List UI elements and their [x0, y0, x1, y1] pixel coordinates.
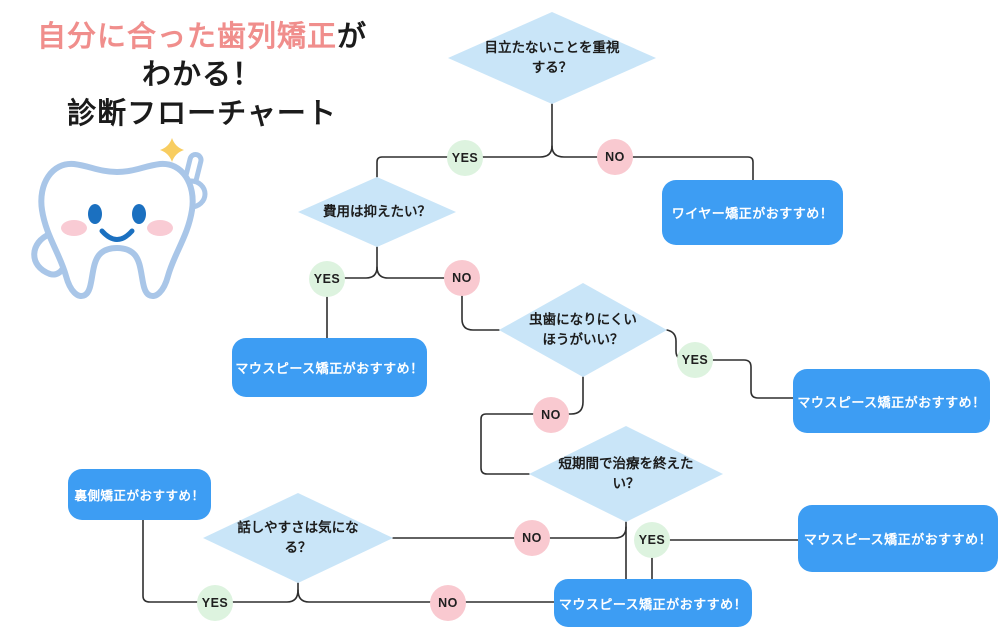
title-rest: が [337, 21, 368, 53]
no-badge-q4: NO [514, 520, 550, 556]
title-line-1: 自分に合った歯列矯正が [18, 18, 386, 56]
edge-q2-no-q3 [376, 266, 500, 331]
no-badge-q3: NO [533, 397, 569, 433]
yes-badge-q2: YES [309, 261, 345, 297]
tooth-mascot-icon [31, 138, 208, 299]
title-highlight: 自分に合った歯列矯正 [36, 21, 337, 53]
question-cavity-label: 虫歯になりにくい ほうがいい？ [529, 312, 637, 347]
result-mouthpiece-cost: マウスピース矯正がおすすめ！ [232, 338, 427, 397]
edge-q3-yes-box [666, 329, 794, 399]
result-mouthpiece-cavity: マウスピース矯正がおすすめ！ [793, 369, 990, 433]
edge-q5-no-bottom-box [297, 589, 555, 603]
page-title: 自分に合った歯列矯正が わかる！ 診断フローチャート [18, 18, 386, 133]
question-visibility-label: 目立たないことを重視 する？ [484, 40, 620, 75]
yes-badge-q3: YES [677, 342, 713, 378]
yes-badge-q4: YES [634, 522, 670, 558]
result-wire: ワイヤー矯正がおすすめ！ [662, 180, 843, 245]
yes-badge-q5: YES [197, 585, 233, 621]
result-mouthpiece-bottom: マウスピース矯正がおすすめ！ [554, 579, 752, 627]
result-lingual: 裏側矯正がおすすめ！ [68, 469, 211, 520]
title-line-3: 診断フローチャート [67, 97, 337, 130]
no-badge-q5: NO [430, 585, 466, 621]
question-speech-label: 話しやすさは気にな る？ [237, 520, 359, 555]
question-short-term-label: 短期間で治療を終えた い？ [558, 456, 694, 491]
result-mouthpiece-short-term: マウスピース矯正がおすすめ！ [798, 505, 998, 572]
edge-q1-wire [551, 145, 754, 181]
no-badge-q2: NO [444, 260, 480, 296]
title-line-2: わかる！ [141, 59, 262, 92]
question-cost-label: 費用は抑えたい？ [323, 204, 431, 220]
sparkle-icon [160, 138, 184, 162]
edge-q3-no-q4 [480, 376, 584, 475]
yes-badge-q1: YES [447, 140, 483, 176]
no-badge-q1: NO [597, 139, 633, 175]
edge-q4-no-q5 [392, 526, 627, 539]
